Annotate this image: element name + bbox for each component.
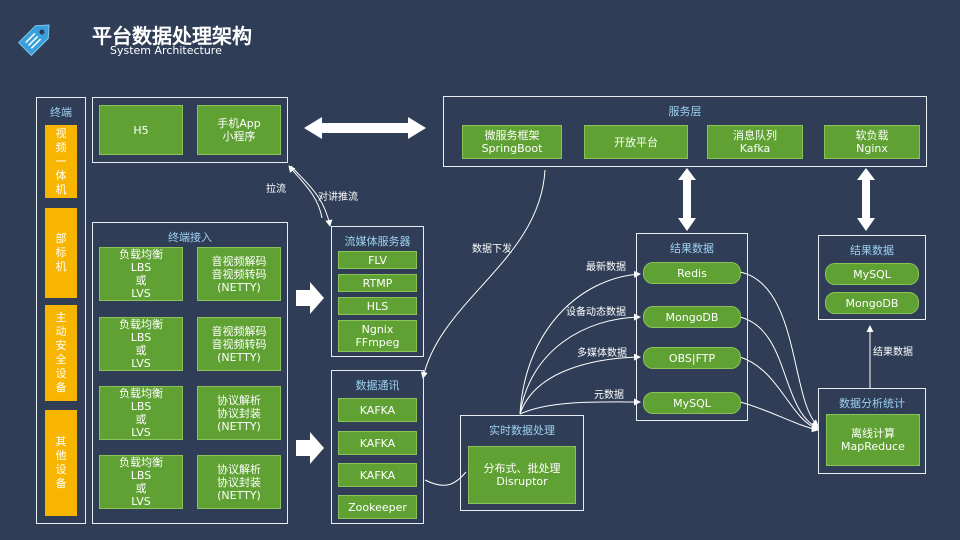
stream-title: 流媒体服务器 <box>344 235 411 248</box>
comm-panel: 数据通讯 KAFKA KAFKA KAFKA Zookeeper <box>331 370 424 524</box>
access-lb-2: 负载均衡 LBS 或 LVS <box>99 317 183 371</box>
comm-kafka-2: KAFKA <box>338 431 417 455</box>
label-media: 多媒体数据 <box>577 348 627 359</box>
access-proc-2: 音视频解码 音视频转码 (NETTY) <box>197 317 281 371</box>
result-obs-ftp: OBS|FTP <box>643 347 741 369</box>
service-title: 服务层 <box>668 105 702 118</box>
label-pull: 拉流 <box>266 184 286 195</box>
stream-hls: HLS <box>338 297 417 315</box>
comm-kafka-1: KAFKA <box>338 398 417 422</box>
access-lb-4: 负载均衡 LBS 或 LVS <box>99 455 183 509</box>
access-proc-1: 音视频解码 音视频转码 (NETTY) <box>197 247 281 301</box>
terminal-safety-device: 主 动 安 全 设 备 <box>45 305 77 401</box>
results-title-1: 结果数据 <box>670 242 714 255</box>
access-proc-4: 协议解析 协议封装 (NETTY) <box>197 455 281 509</box>
page-subtitle: System Architecture <box>110 44 222 57</box>
service-springboot: 微服务框架 SpringBoot <box>462 125 562 159</box>
result2-mongodb: MongoDB <box>825 292 919 314</box>
stream-nginx-ffmpeg: Ngnix FFmpeg <box>338 320 417 352</box>
stream-rtmp: RTMP <box>338 274 417 292</box>
label-result: 结果数据 <box>873 347 913 358</box>
label-meta: 元数据 <box>594 390 624 401</box>
result-mongodb: MongoDB <box>643 306 741 328</box>
analysis-panel: 数据分析统计 离线计算 MapReduce <box>818 388 926 474</box>
terminal-standard-device: 部 标 机 <box>45 208 77 298</box>
results-title-2: 结果数据 <box>850 244 894 257</box>
service-open-platform: 开放平台 <box>584 125 688 159</box>
access-lb-3: 负载均衡 LBS 或 LVS <box>99 386 183 440</box>
stream-panel: 流媒体服务器 FLV RTMP HLS Ngnix FFmpeg <box>331 226 424 357</box>
page-title: 平台数据处理架构 <box>92 24 252 48</box>
client-app: 手机App 小程序 <box>197 105 281 155</box>
analysis-title: 数据分析统计 <box>839 397 905 410</box>
terminal-other-device: 其 他 设 备 <box>45 410 77 516</box>
terminal-title: 终端 <box>50 106 72 119</box>
label-push: 对讲推流 <box>318 192 358 203</box>
terminal-video-device: 视 频 一 体 机 <box>45 125 77 198</box>
label-downlink: 数据下发 <box>472 244 512 255</box>
label-status: 设备动态数据 <box>566 307 626 318</box>
result-mysql: MySQL <box>643 392 741 414</box>
double-arrow-client-service <box>304 117 426 139</box>
analysis-mapreduce: 离线计算 MapReduce <box>826 414 920 466</box>
label-latest: 最新数据 <box>586 262 626 273</box>
access-title: 终端接入 <box>168 231 212 244</box>
results-panel-1: 结果数据 Redis MongoDB OBS|FTP MySQL <box>636 233 748 421</box>
clients-panel: H5 手机App 小程序 <box>92 97 288 163</box>
comm-title: 数据通讯 <box>355 379 400 392</box>
realtime-title: 实时数据处理 <box>489 424 555 437</box>
access-panel: 终端接入 负载均衡 LBS 或 LVS 音视频解码 音视频转码 (NETTY) … <box>92 222 288 524</box>
logo-tag-icon <box>14 14 60 60</box>
terminal-panel: 终端 视 频 一 体 机 部 标 机 主 动 安 全 设 备 其 他 设 备 <box>36 97 86 524</box>
service-panel: 服务层 微服务框架 SpringBoot 开放平台 消息队列 Kafka 软负载… <box>443 96 927 167</box>
result2-mysql: MySQL <box>825 263 919 285</box>
access-proc-3: 协议解析 协议封装 (NETTY) <box>197 386 281 440</box>
service-kafka: 消息队列 Kafka <box>707 125 803 159</box>
client-h5: H5 <box>99 105 183 155</box>
results-panel-2: 结果数据 MySQL MongoDB <box>818 235 926 320</box>
stream-flv: FLV <box>338 251 417 269</box>
result-redis: Redis <box>643 262 741 284</box>
comm-kafka-3: KAFKA <box>338 463 417 487</box>
realtime-panel: 实时数据处理 分布式、批处理 Disruptor <box>460 415 584 511</box>
comm-zookeeper: Zookeeper <box>338 495 417 519</box>
access-lb-1: 负载均衡 LBS 或 LVS <box>99 247 183 301</box>
service-nginx: 软负载 Nginx <box>824 125 920 159</box>
realtime-disruptor: 分布式、批处理 Disruptor <box>468 446 576 504</box>
